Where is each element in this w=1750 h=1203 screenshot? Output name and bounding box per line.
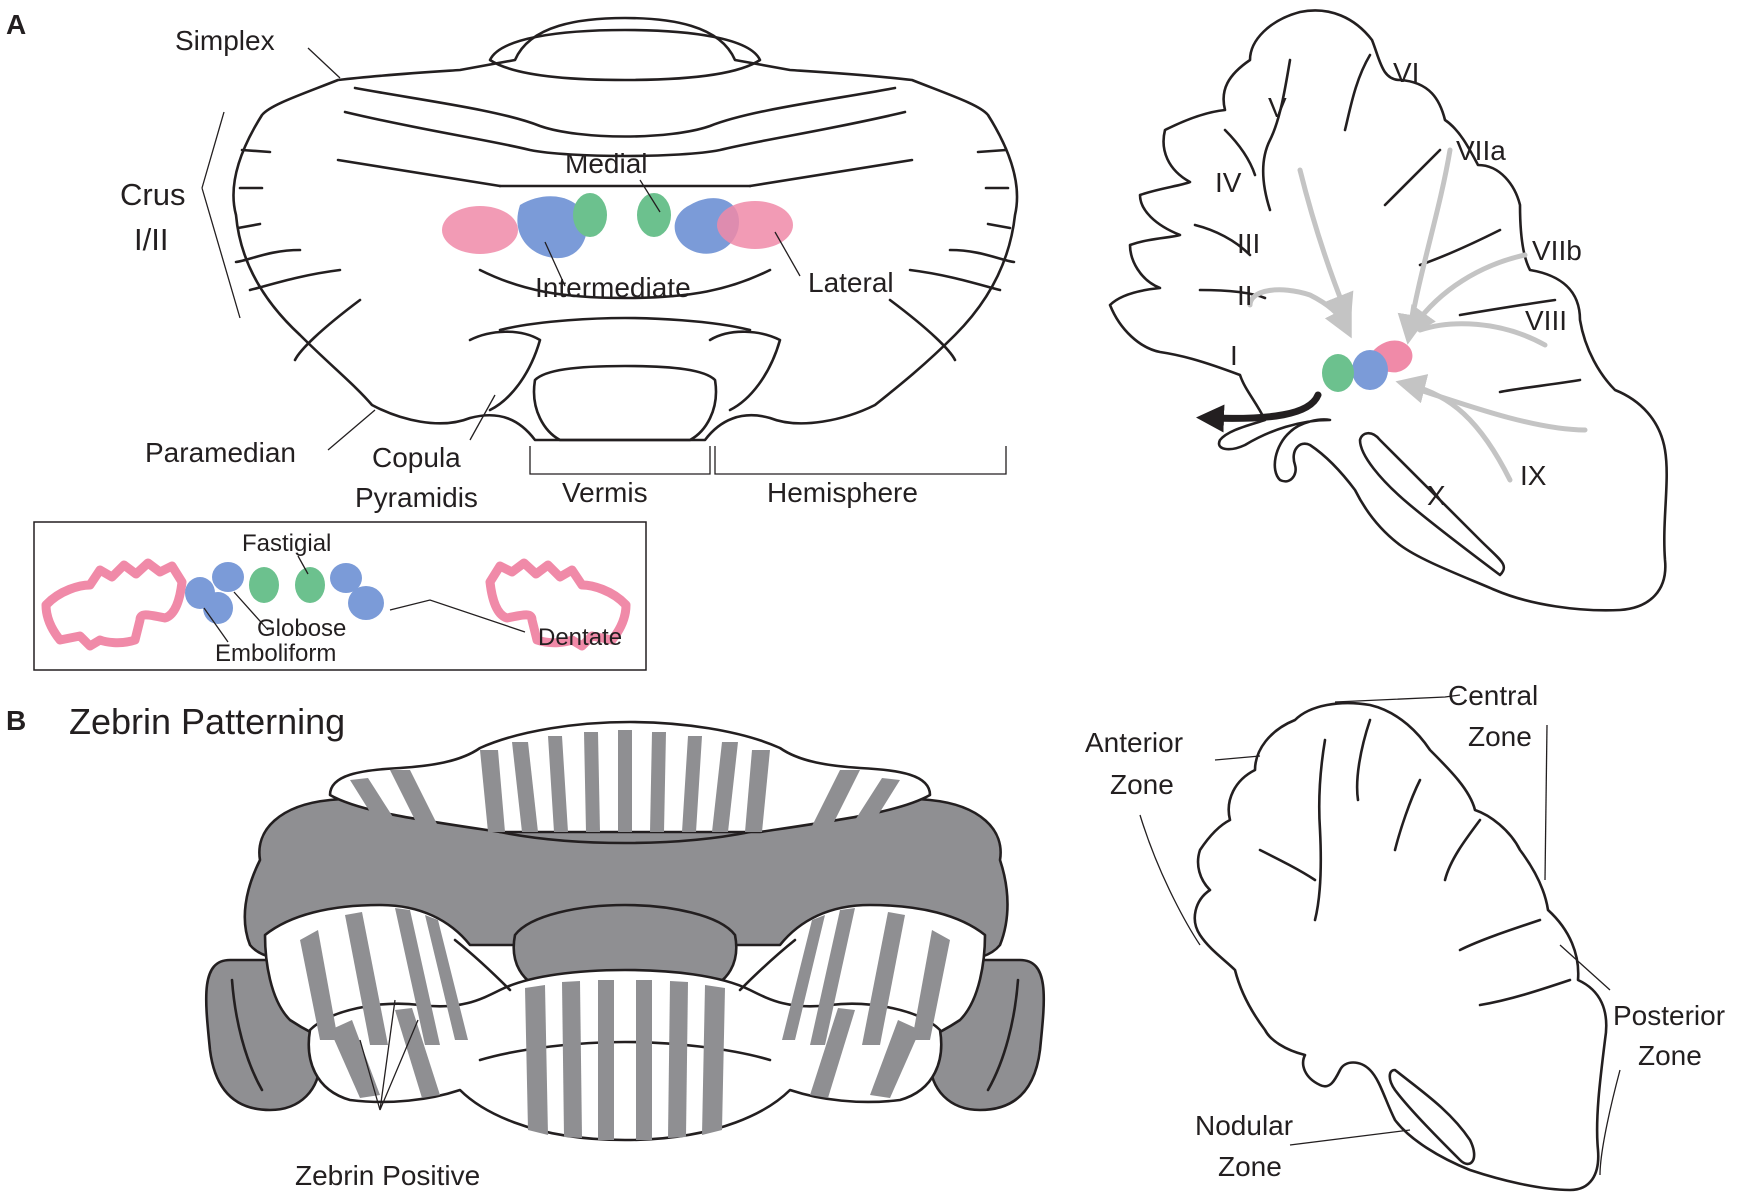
lobule-label-viib: VIIb xyxy=(1532,235,1582,266)
sagittal-section xyxy=(1108,9,1668,612)
panel-label-b: B xyxy=(6,705,26,736)
emboliform-label: Emboliform xyxy=(215,640,336,667)
zebrin-stripes-middle xyxy=(300,908,950,1045)
zebrin-cerebellum xyxy=(204,720,1046,1142)
hemisphere-label: Hemisphere xyxy=(767,477,918,508)
nuclei-inset xyxy=(33,521,647,671)
paramedian-label: Paramedian xyxy=(145,437,296,468)
medial-label: Medial xyxy=(565,148,647,179)
lobule-label-iv: IV xyxy=(1215,167,1242,198)
output-arrow xyxy=(1196,391,1322,433)
central-zone-line1: Central xyxy=(1448,680,1538,711)
anterior-zone-line2: Zone xyxy=(1110,769,1174,800)
sagittal-nuclei xyxy=(1322,340,1413,392)
lobule-label-ii: II xyxy=(1237,280,1253,311)
nodular-zone-line1: Nodular xyxy=(1195,1110,1293,1141)
lateral-label: Lateral xyxy=(808,267,894,298)
lobule-label-iii: III xyxy=(1237,228,1260,259)
pathway-arrows xyxy=(1247,147,1588,483)
fastigial-label: Fastigial xyxy=(242,530,331,557)
anterior-zone-line1: Anterior xyxy=(1085,727,1183,758)
simplex-label: Simplex xyxy=(175,25,275,56)
lobule-label-v: V xyxy=(1268,92,1287,123)
dentate-label: Dentate xyxy=(538,624,622,651)
zebrin-stripes-top xyxy=(350,730,900,832)
lobule-label-ix: IX xyxy=(1520,460,1547,491)
crus-label-line2: I/II xyxy=(134,222,168,257)
vermis-label: Vermis xyxy=(562,477,648,508)
zebrin-stripes-bottom xyxy=(330,980,920,1140)
posterior-zone-line1: Posterior xyxy=(1613,1000,1725,1031)
crus-label-line1: Crus xyxy=(120,177,185,212)
posterior-zone-line2: Zone xyxy=(1638,1040,1702,1071)
zebrin-positive-label: Zebrin Positive xyxy=(295,1160,480,1191)
globose-label: Globose xyxy=(257,615,346,642)
copula-label-line2: Pyramidis xyxy=(355,482,478,513)
zebrin-title: Zebrin Patterning xyxy=(69,701,345,742)
lobule-label-viia: VIIa xyxy=(1456,135,1506,166)
lobule-label-vi: VI xyxy=(1393,57,1419,88)
nodular-zone-line2: Zone xyxy=(1218,1151,1282,1182)
lobule-label-x: X xyxy=(1427,480,1446,511)
lobule-label-viii: VIII xyxy=(1525,305,1567,336)
dorsal-cerebellum xyxy=(201,16,1019,475)
panel-label-a: A xyxy=(6,9,26,40)
copula-label-line1: Copula xyxy=(372,442,461,473)
intermediate-label: Intermediate xyxy=(535,272,691,303)
lobule-label-i: I xyxy=(1230,340,1238,371)
central-zone-line2: Zone xyxy=(1468,721,1532,752)
zones-sagittal xyxy=(1139,694,1621,1192)
